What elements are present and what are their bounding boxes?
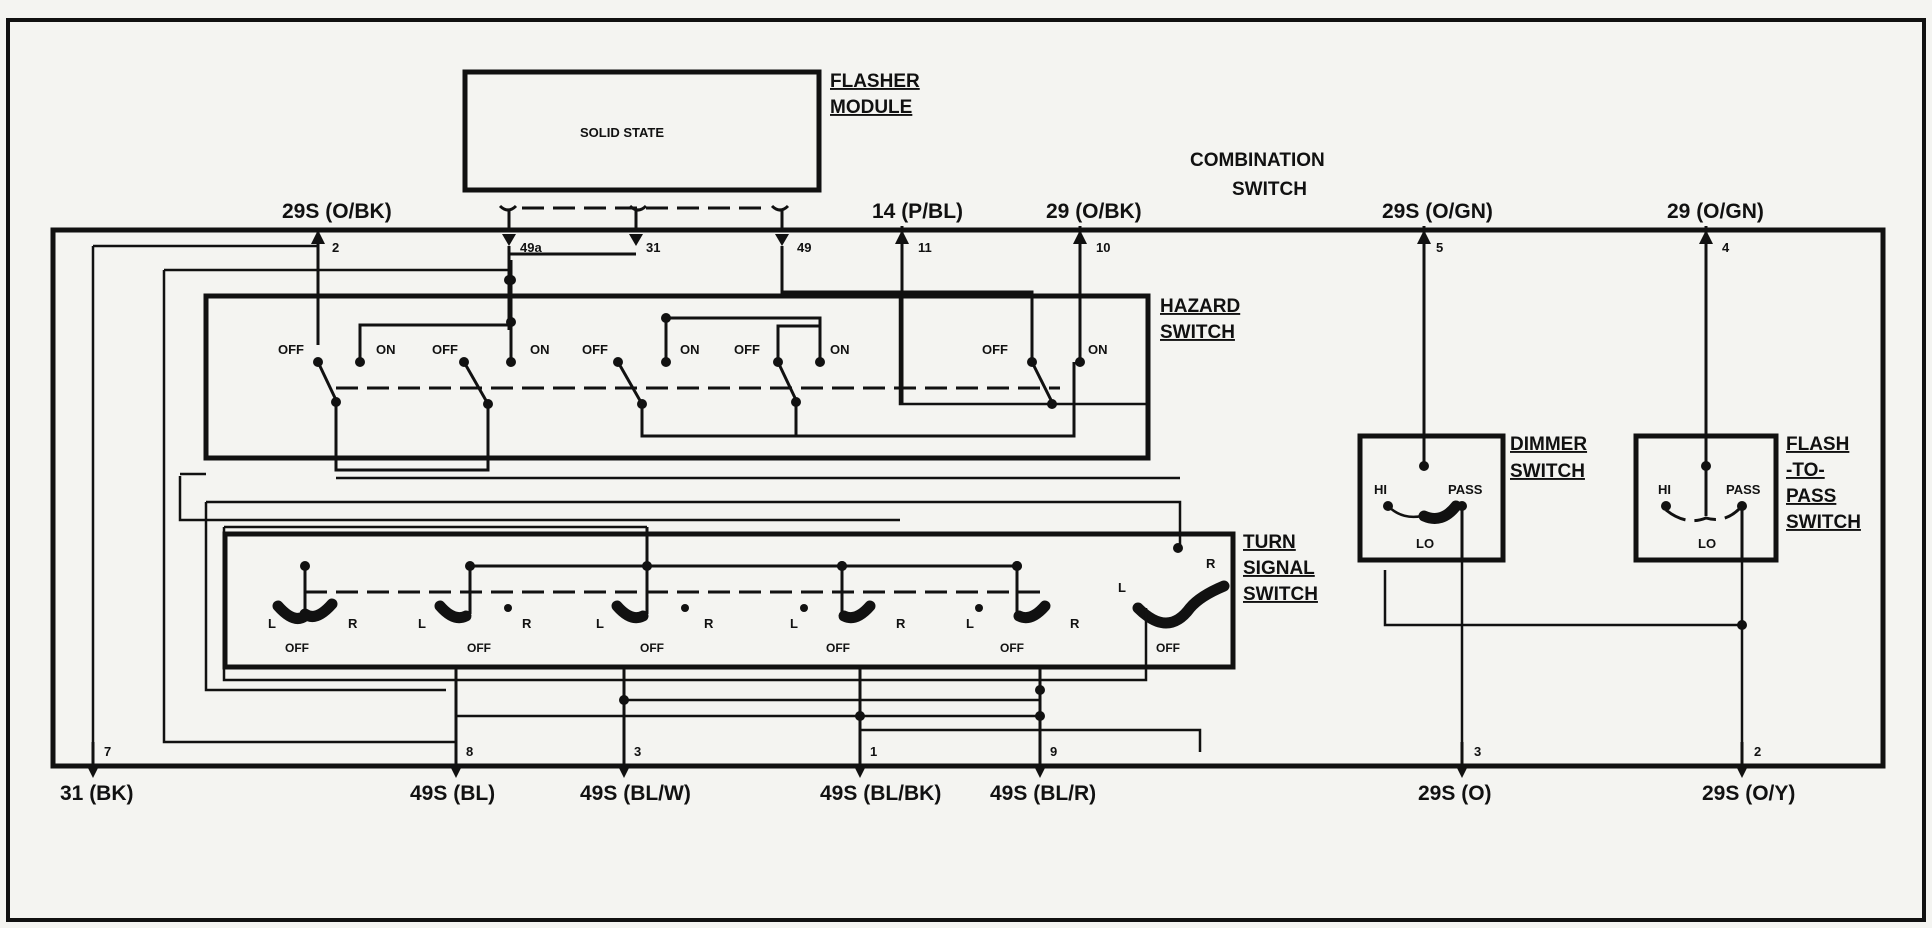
- flasher-module-box: [462, 69, 822, 193]
- svg-text:OFF: OFF: [467, 641, 491, 655]
- ftp-pass: PASS: [1726, 482, 1761, 497]
- turn-signal-label-line1: TURN: [1243, 532, 1296, 553]
- flash-to-pass-box: [1633, 433, 1779, 563]
- pin-2-right: 2: [1754, 744, 1761, 759]
- svg-text:R: R: [522, 616, 532, 631]
- combination-switch-outline: [50, 227, 1886, 769]
- routing-wires: [91, 244, 1747, 758]
- wire-29s-o-label: 29S (O): [1418, 782, 1492, 805]
- wire-49s-blbk-label: 49S (BL/BK): [820, 782, 941, 805]
- pin-3: 3: [634, 744, 641, 759]
- pin-8: 8: [466, 744, 473, 759]
- svg-text:L: L: [790, 616, 798, 631]
- svg-text:OFF: OFF: [734, 342, 760, 357]
- pin-1: 1: [870, 744, 877, 759]
- wire-31-bk-label: 31 (BK): [60, 782, 134, 805]
- dimmer-lo: LO: [1416, 536, 1434, 551]
- ftp-label-line3: PASS: [1786, 486, 1836, 507]
- flasher-49-wire: [780, 246, 1032, 294]
- combination-switch-label-line1: COMBINATION: [1190, 150, 1325, 171]
- dimmer-contacts: [1383, 461, 1467, 560]
- svg-text:OFF: OFF: [278, 342, 304, 357]
- turn-signal-contacts: L R OFF L R OFF L R OFF L R OFF L R OFF: [268, 527, 1230, 655]
- combination-switch-label-line2: SWITCH: [1232, 179, 1307, 200]
- svg-text:L: L: [596, 616, 604, 631]
- hazard-switch-inner-box: [898, 294, 1150, 406]
- ftp-label-line4: SWITCH: [1786, 512, 1861, 533]
- svg-text:ON: ON: [830, 342, 850, 357]
- svg-text:ON: ON: [680, 342, 700, 357]
- svg-text:R: R: [348, 616, 358, 631]
- pin-5: 5: [1436, 240, 1443, 255]
- svg-text:ON: ON: [1088, 342, 1108, 357]
- wire-49s-bl-label: 49S (BL): [410, 782, 495, 805]
- svg-text:ON: ON: [530, 342, 550, 357]
- svg-text:OFF: OFF: [285, 641, 309, 655]
- svg-text:R: R: [1070, 616, 1080, 631]
- svg-text:L: L: [268, 616, 276, 631]
- junction-49a: [504, 275, 514, 285]
- wire-49s-blr-label: 49S (BL/R): [990, 782, 1096, 805]
- hazard-switch-label-line1: HAZARD: [1160, 296, 1240, 317]
- svg-text:OFF: OFF: [982, 342, 1008, 357]
- hazard-switch-label-line2: SWITCH: [1160, 322, 1235, 343]
- hazard-contacts: OFF ON OFF ON OFF ON OFF ON OFF ON: [278, 260, 1108, 472]
- turn-signal-label-line3: SWITCH: [1243, 584, 1318, 605]
- wire-29s-obk-label: 29S (O/BK): [282, 200, 392, 223]
- pin-3-right: 3: [1474, 744, 1481, 759]
- turn-signal-label-line2: SIGNAL: [1243, 558, 1315, 579]
- diagram-frame: [6, 18, 1926, 922]
- svg-text:ON: ON: [376, 342, 396, 357]
- svg-text:R: R: [704, 616, 714, 631]
- ftp-contacts: [1661, 461, 1747, 560]
- wire-29s-oy-label: 29S (O/Y): [1702, 782, 1795, 805]
- svg-text:R: R: [1206, 556, 1216, 571]
- svg-text:OFF: OFF: [1000, 641, 1024, 655]
- svg-text:OFF: OFF: [826, 641, 850, 655]
- pin-31: 31: [646, 240, 660, 255]
- dimmer-label-line1: DIMMER: [1510, 434, 1587, 455]
- ftp-hi: HI: [1658, 482, 1671, 497]
- svg-text:OFF: OFF: [1156, 641, 1180, 655]
- dimmer-label-line2: SWITCH: [1510, 461, 1585, 482]
- pin-4: 4: [1722, 240, 1730, 255]
- pin-49a: 49a: [520, 240, 542, 255]
- flasher-title-line2: MODULE: [830, 97, 912, 118]
- svg-text:L: L: [966, 616, 974, 631]
- wire-49s-blw-label: 49S (BL/W): [580, 782, 691, 805]
- flasher-inner-label: SOLID STATE: [580, 125, 664, 140]
- pin-49: 49: [797, 240, 811, 255]
- ftp-label-line2: -TO-: [1786, 460, 1825, 481]
- dimmer-hi: HI: [1374, 482, 1387, 497]
- bottom-exit-arrows: [86, 742, 1749, 778]
- svg-text:L: L: [418, 616, 426, 631]
- dimmer-switch-box: [1357, 433, 1506, 563]
- ftp-lo: LO: [1698, 536, 1716, 551]
- wire-29-ogn-label: 29 (O/GN): [1667, 200, 1764, 223]
- ftp-label-line1: FLASH: [1786, 434, 1849, 455]
- svg-text:OFF: OFF: [582, 342, 608, 357]
- pin-11: 11: [918, 240, 932, 255]
- wire-29-obk-label: 29 (O/BK): [1046, 200, 1142, 223]
- flasher-49a-wire: [507, 246, 636, 330]
- dimmer-pass: PASS: [1448, 482, 1483, 497]
- svg-text:L: L: [1118, 580, 1126, 595]
- pin-7: 7: [104, 744, 111, 759]
- pin-2-top: 2: [332, 240, 339, 255]
- flasher-title-line1: FLASHER: [830, 71, 920, 92]
- pin-10: 10: [1096, 240, 1110, 255]
- wire-29s-ogn-label: 29S (O/GN): [1382, 200, 1493, 223]
- wire-14-pbl-label: 14 (P/BL): [872, 200, 963, 223]
- pin-9: 9: [1050, 744, 1057, 759]
- svg-text:OFF: OFF: [432, 342, 458, 357]
- svg-text:OFF: OFF: [640, 641, 664, 655]
- svg-text:R: R: [896, 616, 906, 631]
